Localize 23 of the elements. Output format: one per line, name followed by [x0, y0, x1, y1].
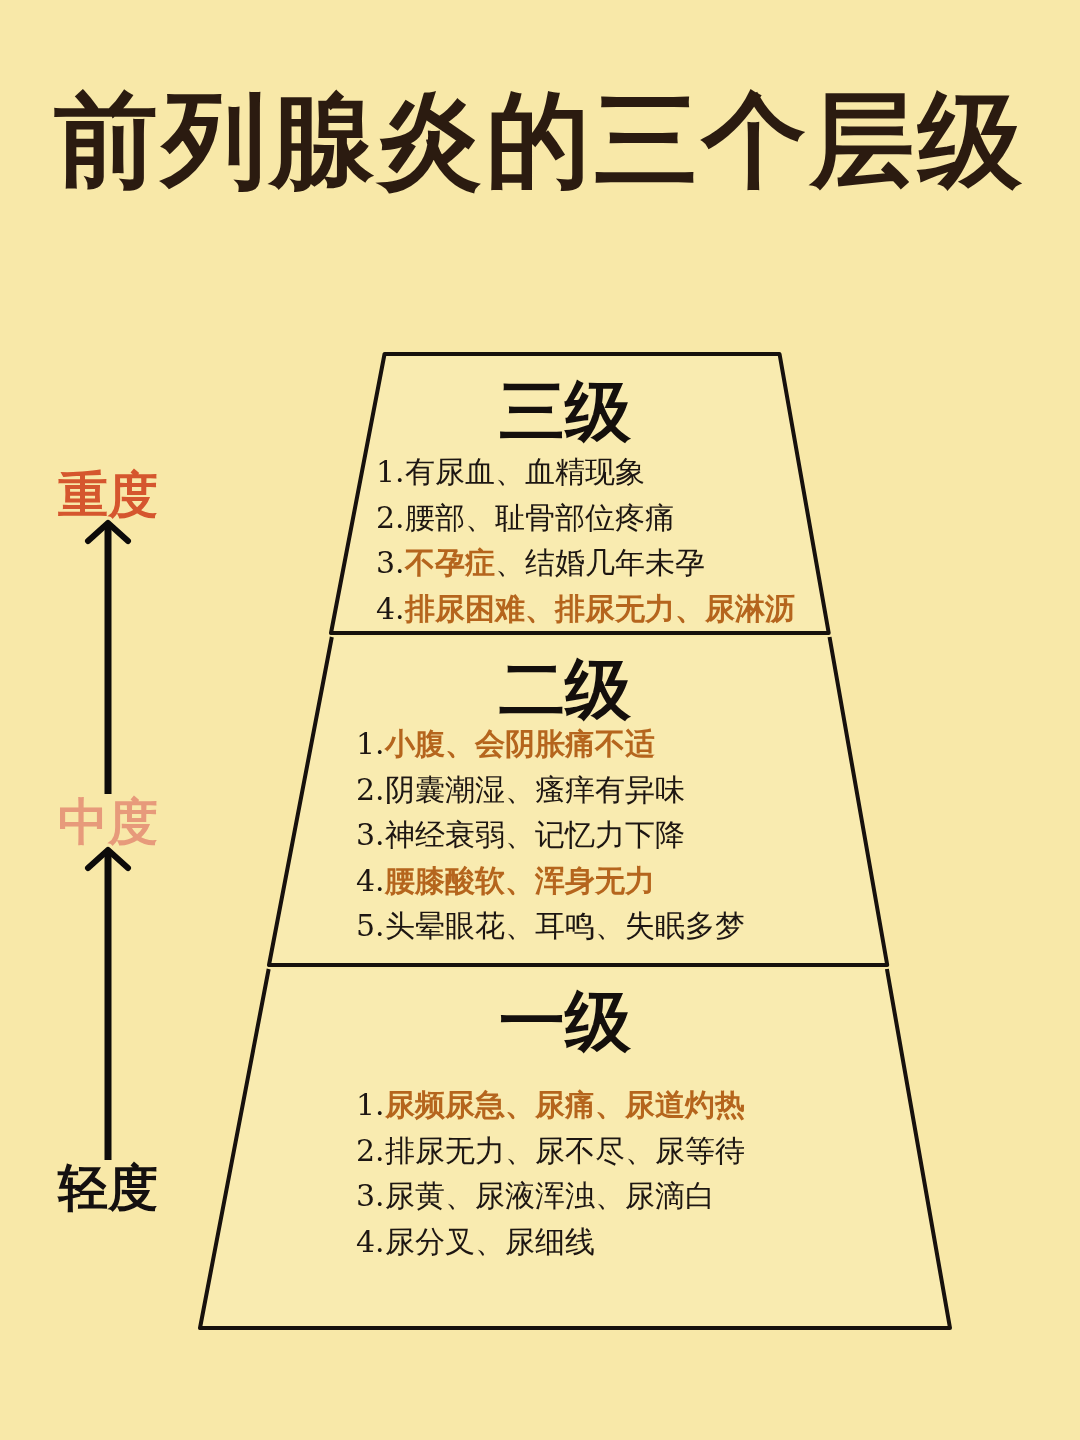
- pyramid-tier: [327, 352, 834, 635]
- list-item: 2.腰部、耻骨部位疼痛: [376, 498, 675, 537]
- list-item: 4.排尿困难、排尿无力、尿淋沥: [376, 589, 795, 628]
- list-item: 4.尿分叉、尿细线: [356, 1223, 595, 1262]
- list-item: 2.阴囊潮湿、瘙痒有异味: [356, 770, 685, 809]
- list-item: 3.神经衰弱、记忆力下降: [356, 816, 685, 854]
- tier-heading: 二级: [499, 655, 631, 725]
- list-item: 1.尿频尿急、尿痛、尿道灼热: [356, 1086, 745, 1124]
- list-item: 4.腰膝酸软、浑身无力: [356, 861, 655, 900]
- tier-heading: 一级: [499, 987, 631, 1057]
- pyramid-tier: [264, 635, 891, 967]
- list-item: 3.不孕症、结婚几年未孕: [376, 544, 705, 582]
- severity-label: 中度: [58, 794, 158, 850]
- tier-heading: 三级: [499, 377, 631, 447]
- list-item: 1.有尿血、血精现象: [376, 453, 645, 491]
- list-item: 5.头晕眼花、耳鸣、失眠多梦: [356, 907, 745, 945]
- list-item: 3.尿黄、尿液浑浊、尿滴白: [356, 1177, 715, 1216]
- page-title: 前列腺炎的三个层级: [54, 78, 1026, 202]
- severity-label: 重度: [58, 467, 158, 523]
- list-item: 1.小腹、会阴胀痛不适: [356, 725, 655, 763]
- list-item: 2.排尿无力、尿不尽、尿等待: [356, 1131, 745, 1170]
- pyramid-tier: [195, 967, 954, 1330]
- severity-label: 轻度: [58, 1160, 158, 1216]
